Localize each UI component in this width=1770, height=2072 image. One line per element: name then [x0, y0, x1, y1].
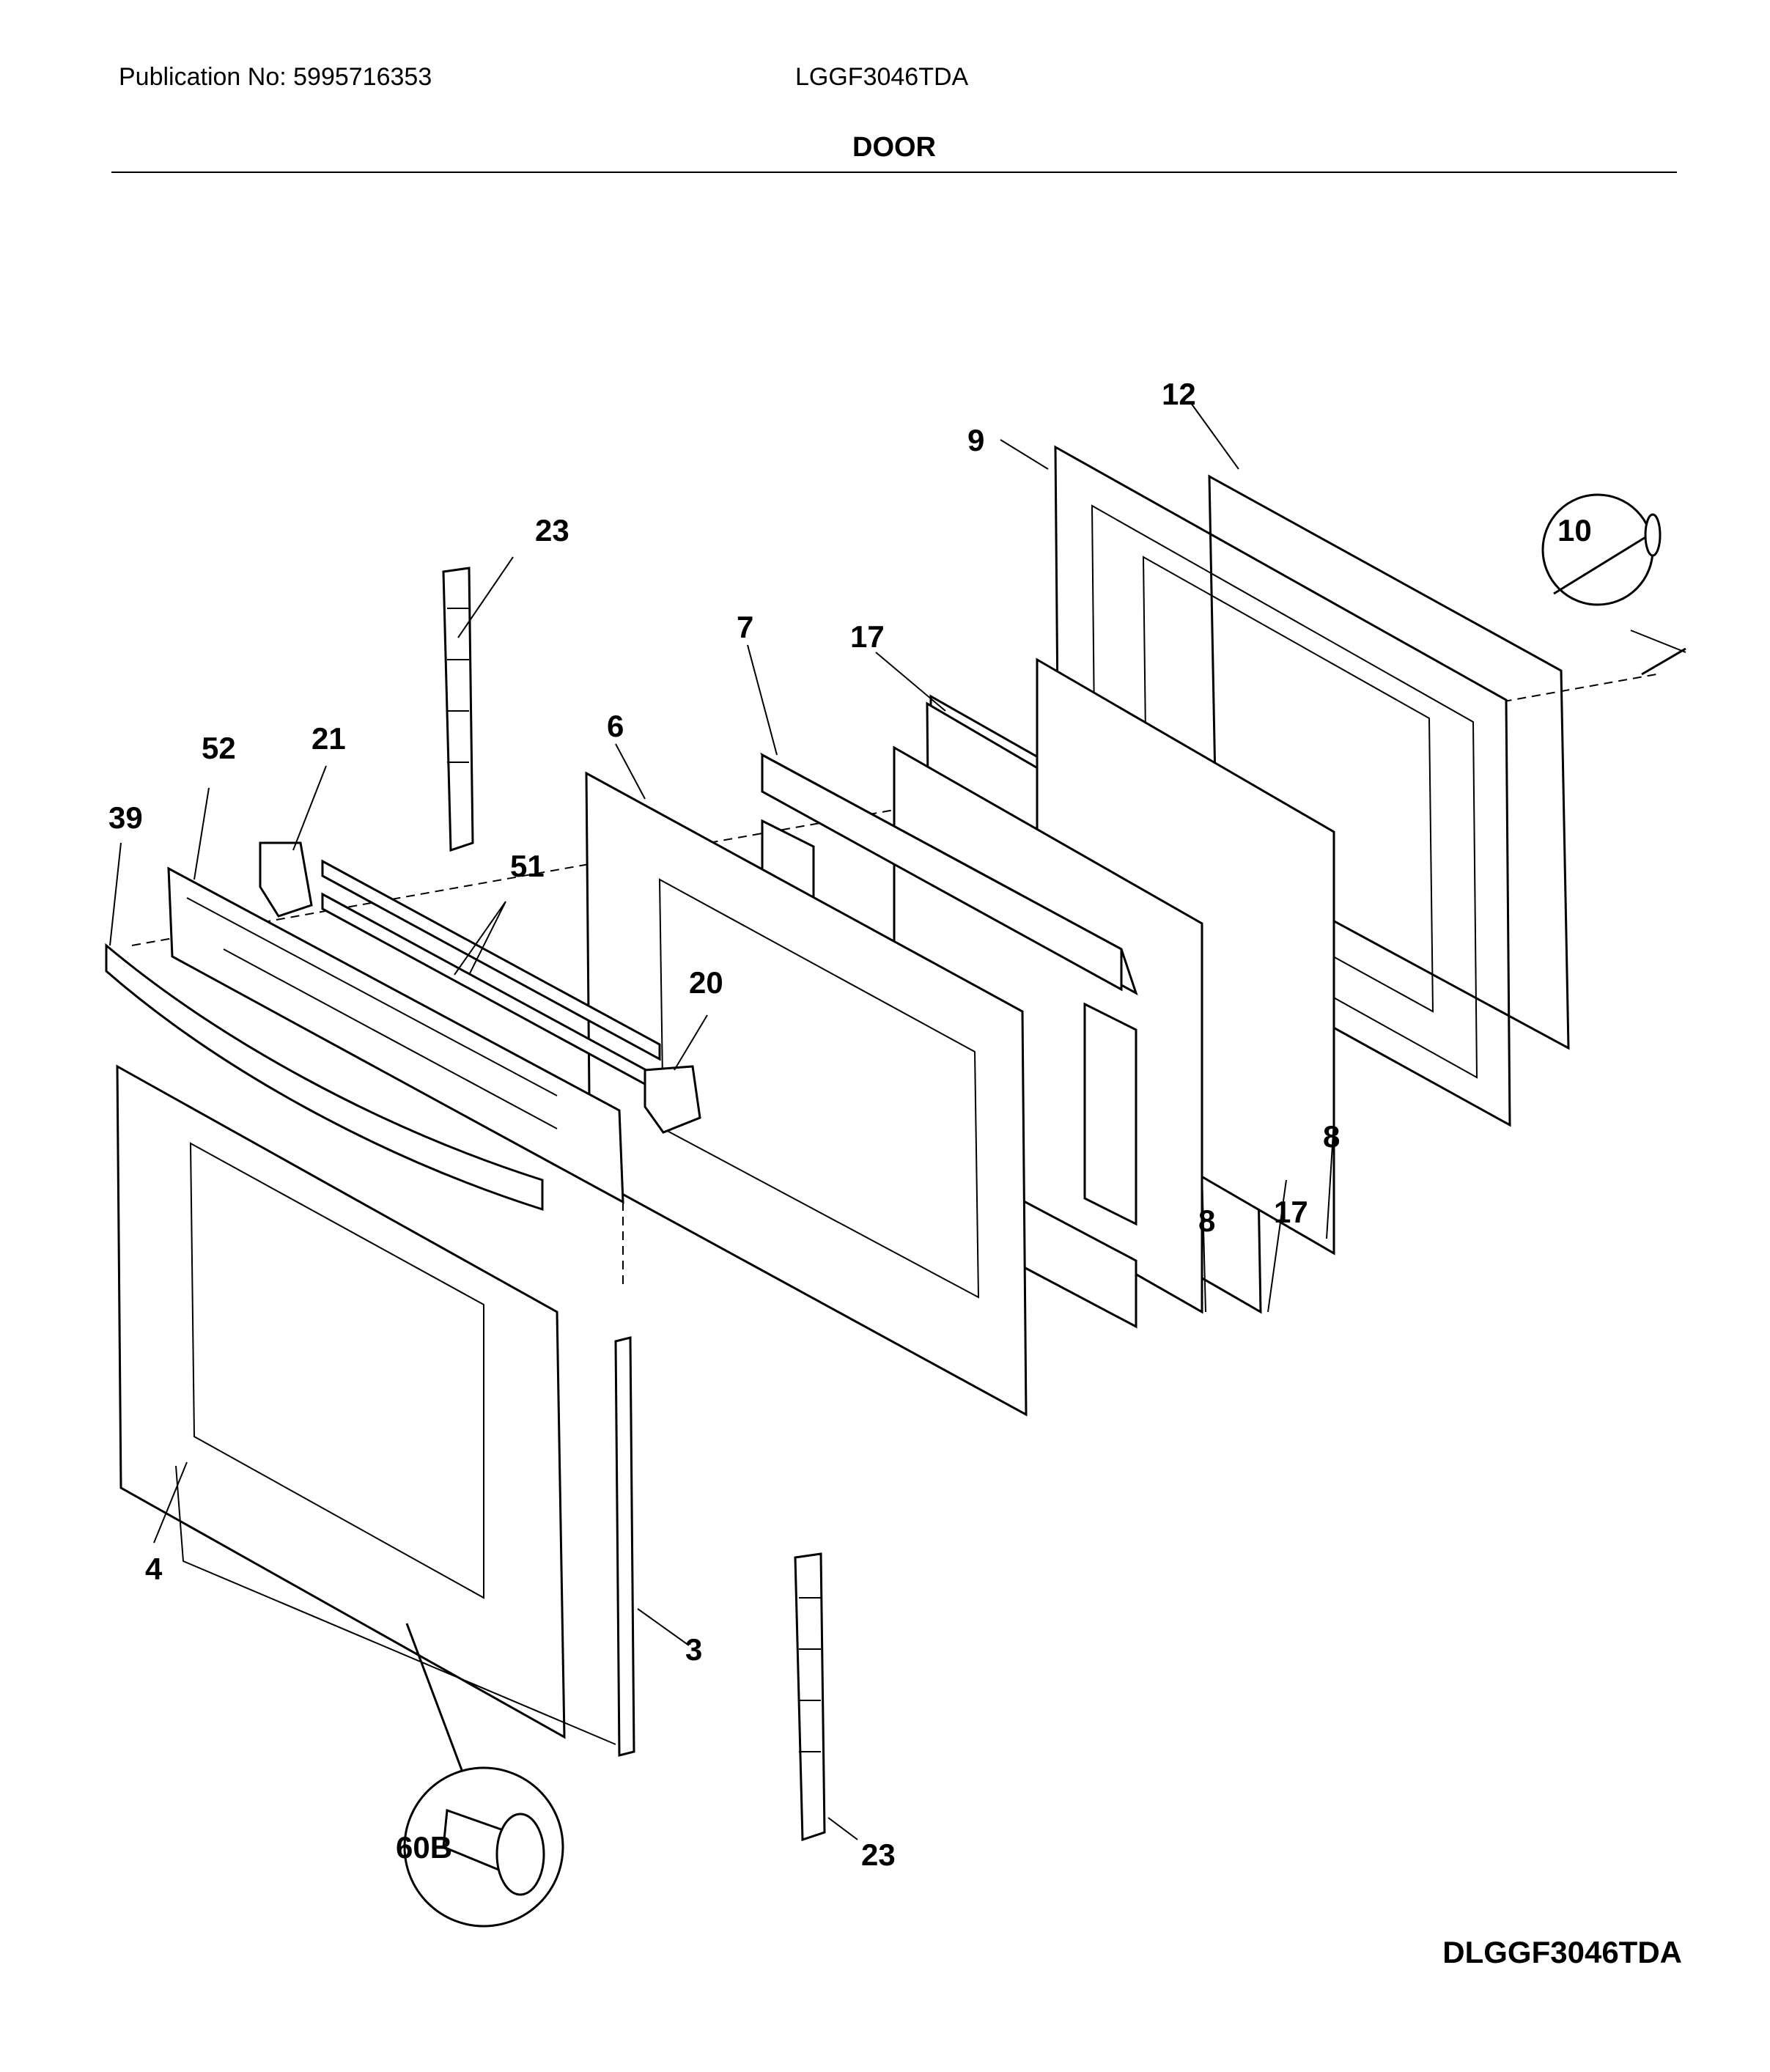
callout-23-top: 23 [535, 513, 569, 548]
callout-51: 51 [510, 849, 545, 883]
part-10-detail [1541, 493, 1686, 676]
part-20-bracket [644, 1065, 701, 1134]
part-23-hinge-top [442, 567, 474, 852]
model-number: LGGF3046TDA [795, 63, 969, 91]
callout-60b: 60B [396, 1830, 452, 1865]
part-21-bracket [259, 841, 313, 918]
part-23-hinge-bottom [794, 1552, 826, 1842]
diagram-code: DLGGF3046TDA [1442, 1935, 1682, 1969]
callout-23-bottom: 23 [861, 1837, 896, 1872]
callout-7: 7 [737, 610, 753, 644]
callout-9: 9 [967, 423, 984, 457]
callout-8-mid: 8 [1198, 1203, 1215, 1238]
callout-4: 4 [145, 1552, 163, 1586]
callout-20: 20 [689, 965, 723, 1000]
callout-10: 10 [1557, 513, 1592, 548]
callout-3: 3 [685, 1632, 702, 1667]
callout-8-right: 8 [1323, 1119, 1340, 1154]
callout-17-top: 17 [850, 619, 885, 654]
header-divider [111, 172, 1677, 173]
leader-lines [109, 402, 1335, 1840]
part-3-outer-door-panel [116, 1064, 635, 1757]
part-52-vent-trim [167, 866, 624, 1204]
part-60b-screw-detail [403, 1623, 564, 1928]
part-39-door-handle [105, 943, 544, 1212]
callout-52: 52 [202, 731, 236, 765]
page-title: DOOR [852, 132, 936, 163]
callout-6: 6 [607, 709, 624, 743]
publication-number: Publication No: 5995716353 [119, 63, 432, 91]
callout-17-bottom: 17 [1274, 1195, 1308, 1229]
callout-21: 21 [311, 721, 346, 756]
callout-12: 12 [1162, 377, 1196, 411]
callout-39: 39 [108, 800, 143, 835]
part-12-door-gasket [1208, 474, 1570, 1050]
